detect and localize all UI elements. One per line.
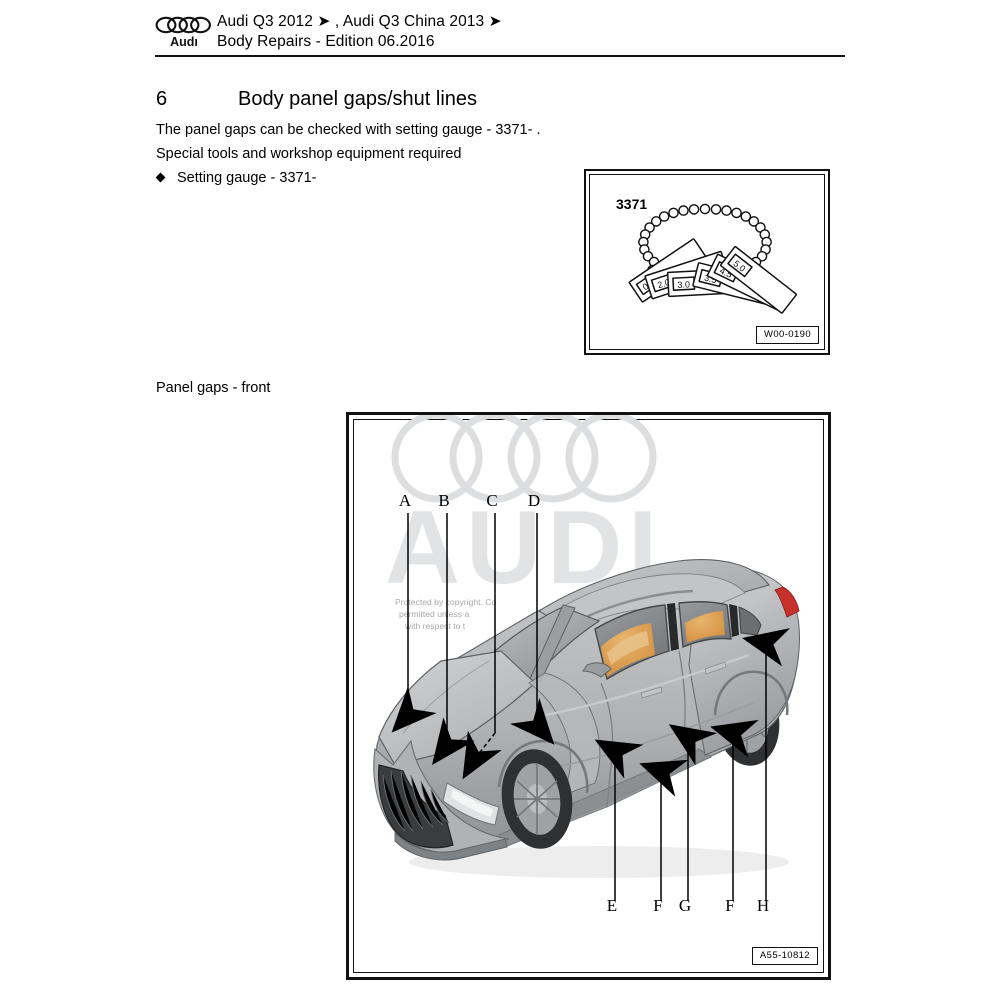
- audi-q3-suv: [373, 559, 800, 878]
- callout-label-b: B: [438, 491, 450, 510]
- page-title: Body panel gaps/shut lines: [238, 88, 478, 110]
- arrow-G: [668, 724, 718, 766]
- header-line-1: Audi Q3 2012 ➤ , Audi Q3 China 2013 ➤: [217, 13, 502, 30]
- arrow-A: [391, 686, 437, 733]
- svg-text:Protected by copyright. Co: Protected by copyright. Co: [395, 597, 496, 607]
- arrow-E: [594, 739, 644, 779]
- callout-label-f-1: F: [653, 896, 663, 915]
- rear-arch: [713, 670, 789, 716]
- b-pillar: [667, 603, 679, 651]
- arrow-C: [462, 730, 502, 780]
- door-mirror: [582, 662, 612, 678]
- section-number: 6: [156, 88, 168, 110]
- arrow-F2: [710, 719, 759, 758]
- tail-light: [774, 586, 800, 618]
- tool-number-label: 3371: [616, 196, 648, 212]
- callout-label-h: H: [756, 896, 770, 915]
- callout-label-f-2: F: [725, 896, 735, 915]
- callout-label-c: C: [486, 491, 498, 510]
- leader-lines: [391, 513, 791, 901]
- callout-label-e: E: [606, 896, 618, 915]
- callout-label-d: D: [527, 491, 541, 510]
- setting-gauge-drawing: 0.5 2.0 3.0 3.5: [628, 203, 797, 314]
- audi-rings-logo: Audı: [155, 14, 213, 52]
- arrow-F1: [639, 759, 689, 797]
- front-wheel: [501, 749, 573, 849]
- vehicle-panel-gaps-drawing: AUDI Protected by copyright. Co permitte…: [373, 415, 800, 901]
- rear-door-handle: [704, 661, 727, 675]
- document-header: Audı Audi Q3 2012 ➤ , Audi Q3 China 2013…: [155, 12, 845, 54]
- arrow-B: [432, 717, 475, 765]
- copyright-notice: Protected by copyright. Co permitted unl…: [395, 597, 496, 631]
- front-arch: [497, 739, 589, 794]
- panel-gaps-front-figure: AUDI Protected by copyright. Co permitte…: [346, 412, 831, 980]
- header-divider: [155, 55, 845, 57]
- paragraph-1: The panel gaps can be checked with setti…: [156, 122, 541, 138]
- figure-caption: Panel gaps - front: [156, 380, 271, 396]
- arrow-H: [742, 628, 791, 667]
- callout-label-g: G: [678, 896, 692, 915]
- gauge-blades: 0.5 2.0 3.0 3.5: [628, 238, 797, 314]
- rear-seat: [685, 611, 725, 643]
- svg-text:permitted unless a: permitted unless a: [399, 609, 469, 619]
- bullet-text: Setting gauge - 3371-: [177, 170, 317, 186]
- arrow-D: [509, 698, 555, 745]
- lower-crease: [554, 702, 754, 768]
- diamond-bullet-icon: [155, 172, 166, 183]
- setting-gauge-figure: 3371: [584, 169, 830, 355]
- svg-text:with respect to t: with respect to t: [404, 621, 466, 631]
- svg-text:3.0: 3.0: [677, 279, 690, 290]
- tool-image-code: W00-0190: [755, 326, 819, 344]
- c-pillar: [729, 604, 739, 637]
- header-line-2: Body Repairs - Edition 06.2016: [217, 33, 435, 50]
- figure-inner-border: [589, 174, 825, 350]
- figure-image-code: A55-10812: [751, 947, 818, 965]
- paragraph-2: Special tools and workshop equipment req…: [156, 146, 462, 162]
- callout-label-a: A: [398, 491, 412, 510]
- audi-wordmark: Audı: [170, 35, 198, 49]
- lower-intake: [394, 831, 508, 861]
- grille-slats: [382, 770, 450, 832]
- audi-rings-watermark: [391, 415, 657, 503]
- front-door-handle: [640, 686, 663, 699]
- special-tools-bullet: Setting gauge - 3371-: [155, 169, 317, 187]
